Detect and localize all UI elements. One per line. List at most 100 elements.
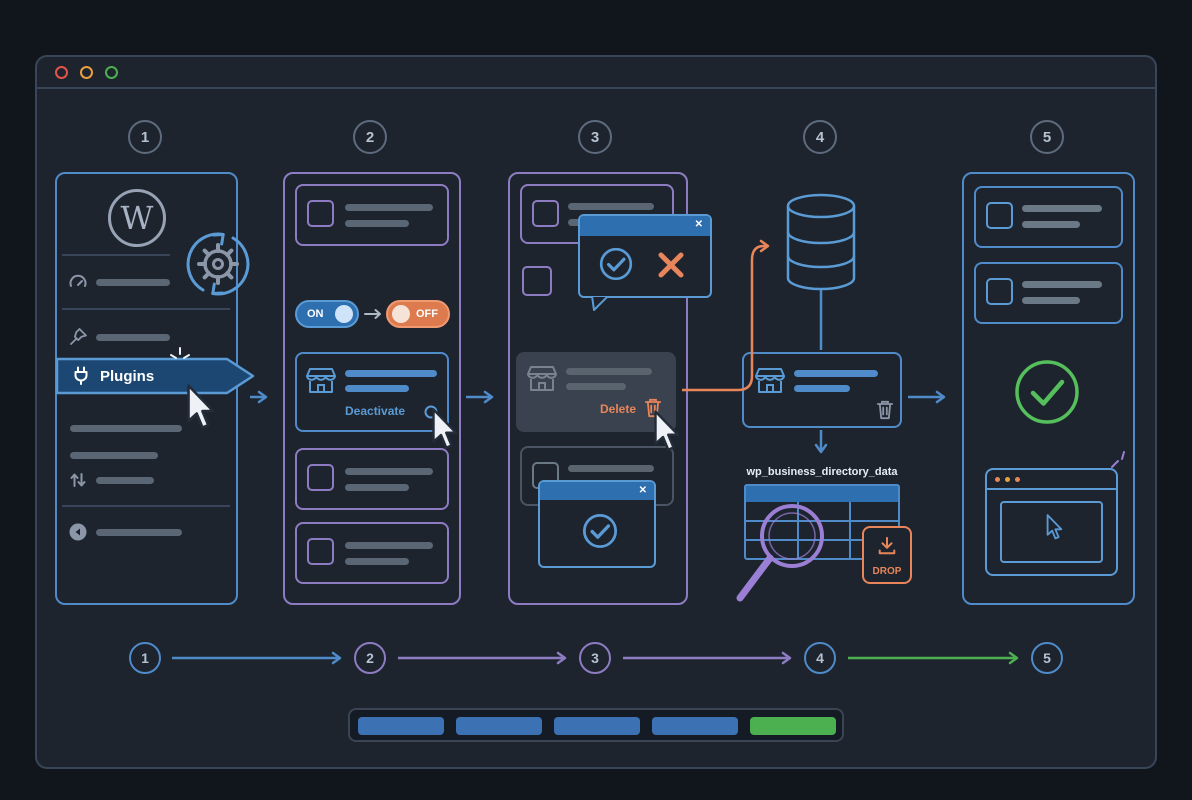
plugin-title-placeholder xyxy=(345,204,433,211)
progress-segment xyxy=(554,717,640,735)
mini-window-content xyxy=(1000,501,1103,563)
confirm-check-icon[interactable] xyxy=(598,246,634,282)
step-number-5-label: 5 xyxy=(1042,128,1052,146)
close-window-icon[interactable] xyxy=(55,65,68,79)
flow-step-2: 2 xyxy=(354,642,386,674)
progress-segment xyxy=(358,717,444,735)
toggle-off-label: OFF xyxy=(416,308,438,320)
table-name-label: wp_business_directory_data xyxy=(746,466,898,478)
flow-step-4-label: 4 xyxy=(816,650,824,666)
plugin-card xyxy=(974,186,1123,248)
active-plugin-card: Deactivate xyxy=(295,352,449,432)
toggle-off-knob xyxy=(392,305,410,323)
mini-dot-icon xyxy=(1015,476,1020,482)
step-number-2: 2 xyxy=(353,120,387,154)
sidebar-item-placeholder[interactable] xyxy=(70,452,158,459)
disabled-plugin-card: Delete xyxy=(516,352,676,432)
plugin-desc-placeholder xyxy=(345,484,409,491)
step-number-1-label: 1 xyxy=(140,128,150,146)
success-dialog: ✕ xyxy=(538,480,656,568)
sidebar-item-placeholder[interactable] xyxy=(70,425,182,432)
plugins-menu-label[interactable]: Plugins xyxy=(100,368,155,385)
plugin-desc-placeholder xyxy=(566,383,626,390)
clean-site-window xyxy=(985,468,1118,576)
flow-step-3: 3 xyxy=(579,642,611,674)
arrow-right-icon xyxy=(364,309,381,319)
cursor-icon xyxy=(654,410,680,451)
step-number-3: 3 xyxy=(578,120,612,154)
cursor-icon xyxy=(1046,514,1063,540)
plugin-desc-placeholder xyxy=(1022,221,1080,228)
step-number-3-label: 3 xyxy=(590,128,600,146)
collapse-menu-icon[interactable] xyxy=(68,522,88,542)
plugin-desc-placeholder xyxy=(345,558,409,565)
sidebar-item-placeholder[interactable] xyxy=(96,279,170,286)
step-number-1: 1 xyxy=(128,120,162,154)
flow-step-4: 4 xyxy=(804,642,836,674)
speech-tail xyxy=(591,296,609,311)
plugin-data-card xyxy=(742,352,902,428)
plugin-thumbnail xyxy=(307,200,334,227)
sidebar-item-placeholder[interactable] xyxy=(96,477,154,484)
store-icon xyxy=(755,368,785,393)
step5-result-panel xyxy=(962,172,1135,605)
plugin-thumbnail xyxy=(532,200,559,227)
toggle-on[interactable]: ON xyxy=(295,300,359,328)
store-icon xyxy=(306,368,336,393)
flow-step-3-label: 3 xyxy=(591,650,599,666)
cursor-icon xyxy=(187,384,215,429)
progress-segment xyxy=(652,717,738,735)
trash-icon[interactable] xyxy=(644,398,662,418)
sidebar-item-placeholder[interactable] xyxy=(96,334,170,341)
table-column-line xyxy=(797,502,799,558)
close-icon[interactable]: ✕ xyxy=(638,485,647,496)
deactivate-link[interactable]: Deactivate xyxy=(345,404,406,418)
toggle-on-knob xyxy=(335,305,353,323)
dashboard-icon xyxy=(69,274,87,287)
toggle-off[interactable]: OFF xyxy=(386,300,450,328)
zoom-window-icon[interactable] xyxy=(105,65,118,79)
plugin-thumbnail xyxy=(986,278,1013,305)
database-icon xyxy=(786,193,856,291)
minimize-window-icon[interactable] xyxy=(80,65,93,79)
drop-label: DROP xyxy=(872,566,902,577)
plugin-title-placeholder xyxy=(345,542,433,549)
plugin-title-placeholder xyxy=(566,368,652,375)
flow-step-5-label: 5 xyxy=(1043,650,1051,666)
flow-step-1: 1 xyxy=(129,642,161,674)
step-number-5: 5 xyxy=(1030,120,1064,154)
updown-arrows-icon xyxy=(70,473,86,487)
plugin-title-placeholder xyxy=(568,465,654,472)
dialog-titlebar: ✕ xyxy=(580,216,710,236)
sync-gear-icon xyxy=(186,232,250,296)
delete-link[interactable]: Delete xyxy=(600,402,637,416)
plugin-thumbnail xyxy=(307,538,334,565)
plugin-thumbnail xyxy=(986,202,1013,229)
cancel-x-icon[interactable] xyxy=(656,250,686,280)
plugin-card xyxy=(295,522,449,584)
plugin-card xyxy=(974,262,1123,324)
sidebar-divider xyxy=(62,505,230,507)
step-number-4-label: 4 xyxy=(815,128,825,146)
plugin-title-placeholder xyxy=(794,370,878,377)
sidebar-item-placeholder[interactable] xyxy=(96,529,182,536)
mini-window-titlebar xyxy=(987,470,1116,490)
plugin-title-placeholder xyxy=(1022,281,1102,288)
plugin-desc-placeholder xyxy=(345,220,409,227)
plugin-desc-placeholder xyxy=(1022,297,1080,304)
plugins-menu-banner[interactable] xyxy=(55,357,257,395)
dialog-titlebar: ✕ xyxy=(540,482,654,500)
click-spark-icon xyxy=(170,347,190,359)
mini-dot-icon xyxy=(1005,476,1010,482)
plugin-title-placeholder xyxy=(568,203,654,210)
drop-table-button[interactable]: DROP xyxy=(862,526,912,584)
trash-icon[interactable] xyxy=(876,400,894,420)
mini-dot-icon xyxy=(995,476,1000,482)
plugin-thumbnail xyxy=(522,266,552,296)
close-icon[interactable]: ✕ xyxy=(694,219,703,230)
sidebar-divider xyxy=(62,254,170,256)
flow-step-5: 5 xyxy=(1031,642,1063,674)
flow-step-2-label: 2 xyxy=(366,650,374,666)
table-header-row xyxy=(746,486,898,502)
